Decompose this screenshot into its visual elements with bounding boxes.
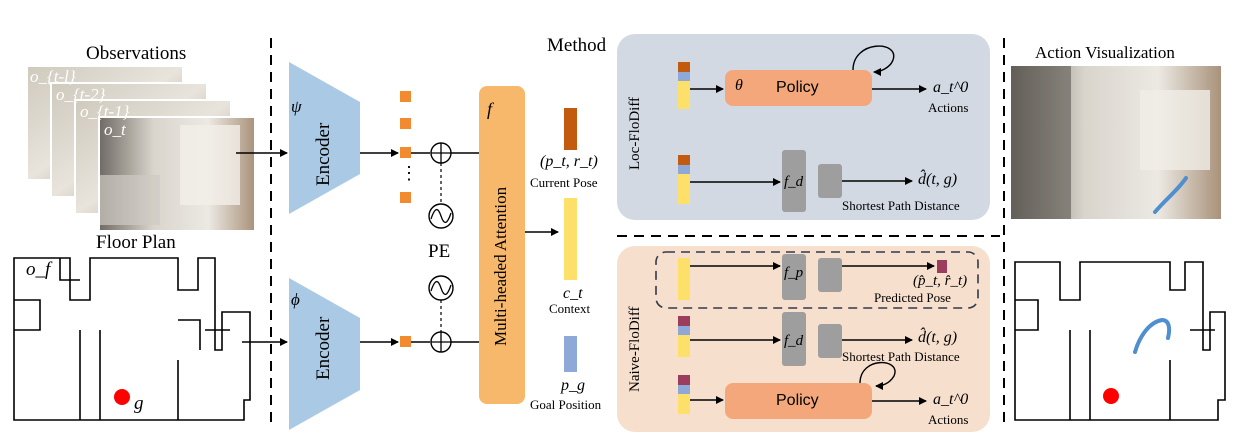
loc-policy-label: Policy [776,79,819,96]
naive-dist-label: Shortest Path Distance [842,349,960,364]
naive-pose-math: (p̂_t, r̂_t) [913,273,968,289]
tokens-ellipsis: ⋮ [400,163,418,183]
action-floor-plan [1014,261,1226,421]
attention-symbol: f [487,99,493,119]
loc-policy-box [725,70,872,106]
method-title: Method [547,35,607,56]
action-path [1133,317,1172,354]
goal-dot [114,389,130,405]
floor-plan-map [13,257,251,421]
loc-action-label: Actions [928,100,969,115]
naive-pose-label: Predicted Pose [874,290,951,305]
loc-fd-box [782,150,806,212]
loc-policy-symbol: θ [735,77,743,94]
obs-frame-label-1: o_{t-l} [30,67,76,86]
naive-fd-box [782,312,806,366]
naive-flodiff-label: Naive-FloDiff [627,306,643,392]
observation-tokens [400,91,411,203]
encoder-psi-label: Encoder [313,122,334,186]
loc-fd-label: f_d [784,174,804,190]
pose-prediction-group [655,251,979,309]
floor-plan-title: Floor Plan [96,232,176,253]
goal-position-label: Goal Position [530,397,602,412]
current-pose-math: (p_t, r_t) [540,153,598,170]
naive-action-label: Actions [928,412,969,427]
naive-policy-label: Policy [776,392,819,409]
obs-frame-label-3: o_{t-1} [80,102,130,121]
context-math: c_t [563,285,583,302]
loc-flodiff-panel [617,34,990,220]
action-goal-dot [1103,388,1119,404]
encoder-psi-symbol: ψ [291,97,302,116]
naive-policy-box [725,383,872,419]
encoder-psi-shape [289,62,360,214]
action-visualization-image [1011,66,1221,219]
naive-fd-head [818,324,842,358]
predicted-pose-bar [937,260,947,273]
observation-stack [26,65,256,232]
context-label: Context [549,301,591,316]
encoder-phi-symbol: ϕ [291,290,300,309]
current-pose-bar [564,108,577,150]
naive-fp-box [782,254,806,300]
pe-label: PE [428,241,451,262]
naive-fp-head [818,258,842,292]
action-visualization-title: Action Visualization [1035,43,1175,62]
loc-dist-label: Shortest Path Distance [842,198,960,213]
observations-title: Observations [86,43,187,64]
loc-flodiff-label: Loc-FloDiff [627,96,643,170]
encoder-phi-label: Encoder [313,316,334,380]
loc-action-math: a_t^0 [933,79,969,96]
naive-action-math: a_t^0 [933,391,969,408]
goal-symbol: g [134,393,144,414]
encoder-phi-shape [289,278,360,430]
obs-frame-label-4: o_t [104,120,126,139]
goal-position-math: p_g [561,377,585,394]
floor-plan-obs-symbol: o_f [26,259,51,280]
loc-dist-math: d̂(t, g) [918,171,958,188]
context-bar [564,198,577,280]
attention-label: Multi-headed Attention [491,186,510,346]
obs-frame-label-2: o_{t-2} [56,85,106,104]
loc-fd-head [818,164,842,198]
goal-position-bar [564,336,577,372]
naive-fd-label: f_d [784,333,804,349]
attention-block [479,86,525,404]
floorplan-token [400,336,411,347]
naive-dist-math: d̂(t, g) [918,329,958,346]
current-pose-label: Current Pose [530,175,598,190]
naive-fp-label: f_p [784,265,804,281]
